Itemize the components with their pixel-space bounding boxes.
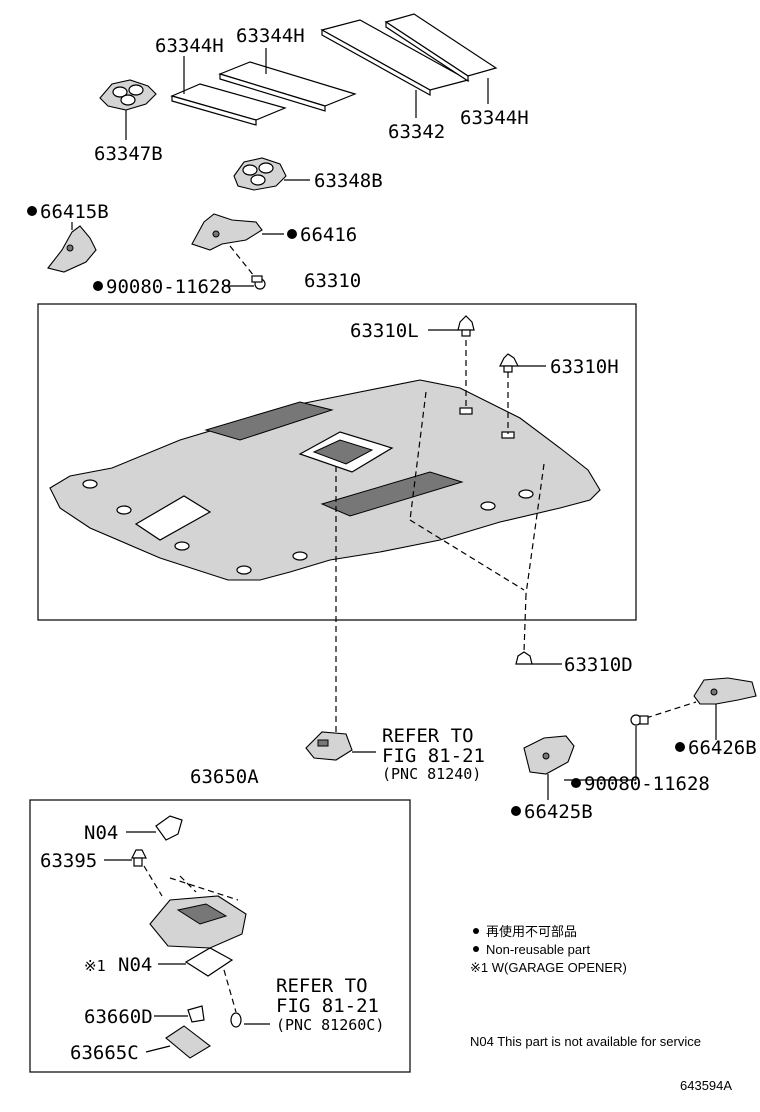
bracket-66416 [191,213,263,251]
bracket-66426b [693,677,757,705]
refer1-line1: REFER TO [382,725,474,747]
diagram-id: 643594A [680,1078,732,1093]
label-63310d: 63310D [564,654,633,676]
refer2-line1: REFER TO [276,975,368,997]
label-66415b: 66415B [40,201,109,223]
non-reusable-dot [287,229,297,239]
screw-63395 [131,849,147,867]
pad-63342 [320,19,470,97]
legend-note1: ※1 W(GARAGE OPENER) [470,960,627,975]
label-63347b: 63347B [94,143,163,165]
label-66416: 66416 [300,224,357,246]
label-63650a: 63650A [190,766,259,788]
refer1-line3: (PNC 81240) [382,765,481,783]
plate-n04 [184,947,234,977]
label-66426b: 66426B [688,737,757,759]
pad-63344h-right [384,13,498,83]
label-n04-b: N04 [118,954,152,976]
legend-dot [473,928,479,934]
label-63348b: 63348B [314,170,383,192]
screw-90080-11628-b [630,714,649,726]
bracket-66425b [523,735,575,775]
non-reusable-dot [511,806,521,816]
clip-63660d [187,1005,205,1023]
label-n04-b-mark: ※1 [84,957,106,975]
clip-63310l [457,315,475,337]
non-reusable-dot [675,742,685,752]
label-63665c: 63665C [70,1042,139,1064]
non-reusable-dot [571,778,581,788]
non-reusable-dot [93,281,103,291]
label-63660d: 63660D [84,1006,153,1028]
label-66425b: 66425B [524,801,593,823]
label-63395: 63395 [40,850,97,872]
headliner-63310 [49,379,601,581]
clip-63347b [99,79,157,111]
clip-63310d [515,651,533,665]
pad-63344h-middle [218,61,357,112]
label-90080-a: 90080-11628 [106,276,232,298]
label-63310l: 63310L [350,320,419,342]
label-n04-a: N04 [84,822,118,844]
label-63344h-c: 63344H [460,107,529,129]
legend-jp: 再使用不可部品 [486,924,577,939]
clip-63348b [233,157,287,191]
non-reusable-dot [27,206,37,216]
legend-en: Non-reusable part [486,942,590,957]
lamp-cover-refer [305,731,353,761]
footnote: N04 This part is not available for servi… [470,1034,701,1049]
refer2-line2: FIG 81-21 [276,995,379,1017]
pad-63344h-left [170,83,287,126]
label-63310h: 63310H [550,356,619,378]
bulb-refer [230,1012,242,1028]
legend-dot [473,946,479,952]
refer2-line3: (PNC 81260C) [276,1016,384,1034]
bracket-66415b [47,225,97,273]
label-63344h-b: 63344H [236,25,305,47]
refer1-line2: FIG 81-21 [382,745,485,767]
label-63310: 63310 [304,270,361,292]
label-63344h-a: 63344H [155,35,224,57]
map-lamp-box [29,799,411,1073]
map-lamp-63650a [149,895,247,949]
label-63342: 63342 [388,121,445,143]
headliner-box [37,303,637,621]
screw-90080-11628-a [251,275,266,290]
clip-63310h [499,353,519,373]
cover-63665c [165,1025,211,1059]
label-90080-b: 90080-11628 [584,773,710,795]
clip-n04-top [155,815,183,841]
